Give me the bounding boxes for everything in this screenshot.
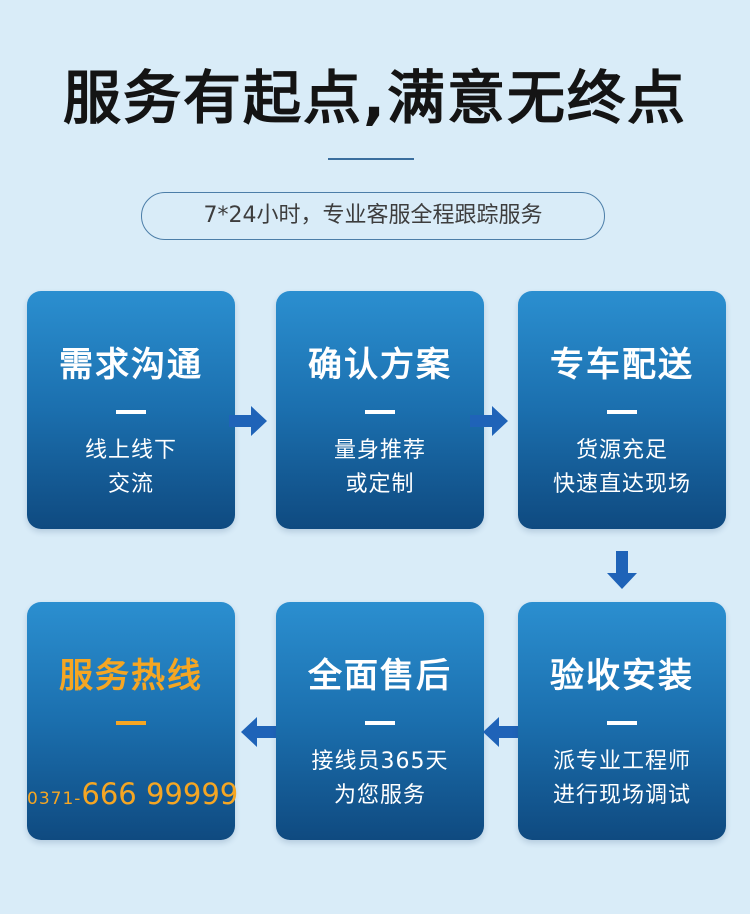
arrow-left-icon — [483, 717, 521, 747]
step-card-after-sales: 全面售后 接线员365天 为您服务 — [276, 602, 484, 840]
arrow-right-icon — [470, 406, 508, 436]
step-divider — [607, 410, 637, 414]
step-title: 全面售后 — [308, 656, 452, 696]
step-desc-line2: 进行现场调试 — [552, 783, 691, 808]
step-card-dedicated-delivery: 专车配送 货源充足 快速直达现场 — [518, 291, 726, 529]
hotline-title: 服务热线 — [59, 656, 203, 696]
step-divider — [607, 721, 637, 725]
step-desc-line2: 为您服务 — [333, 783, 426, 808]
step-desc-line2: 交流 — [107, 472, 154, 497]
phone-number: 666 99999 — [81, 777, 239, 811]
step-title: 需求沟通 — [59, 345, 203, 385]
hotline-card: 服务热线 0371-666 99999 — [27, 602, 239, 840]
step-desc-line1: 接线员365天 — [311, 749, 449, 774]
step-desc-line2: 快速直达现场 — [552, 472, 691, 497]
step-desc-line1: 线上线下 — [84, 438, 177, 463]
arrow-left-icon — [241, 717, 279, 747]
hotline-phone: 0371-666 99999 — [27, 776, 239, 817]
arrow-down-icon — [607, 551, 637, 589]
page-title: 服务有起点,满意无终点 — [62, 64, 688, 132]
step-card-demand-communication: 需求沟通 线上线下 交流 — [27, 291, 235, 529]
step-divider — [116, 410, 146, 414]
hotline-divider — [116, 721, 146, 725]
step-card-confirm-plan: 确认方案 量身推荐 或定制 — [276, 291, 484, 529]
step-desc-line2: 或定制 — [345, 472, 415, 497]
arrow-right-icon — [229, 406, 267, 436]
step-title: 确认方案 — [308, 345, 452, 385]
step-title: 专车配送 — [550, 345, 694, 385]
step-desc-line1: 货源充足 — [575, 438, 668, 463]
phone-area-code: 0371- — [27, 789, 82, 809]
step-desc-line1: 量身推荐 — [333, 438, 426, 463]
step-desc-line1: 派专业工程师 — [552, 749, 691, 774]
step-card-acceptance-installation: 验收安装 派专业工程师 进行现场调试 — [518, 602, 726, 840]
step-title: 验收安装 — [550, 656, 694, 696]
subtitle-pill: 7*24小时，专业客服全程跟踪服务 — [141, 192, 605, 240]
title-underline — [328, 158, 414, 160]
step-divider — [365, 410, 395, 414]
step-divider — [365, 721, 395, 725]
